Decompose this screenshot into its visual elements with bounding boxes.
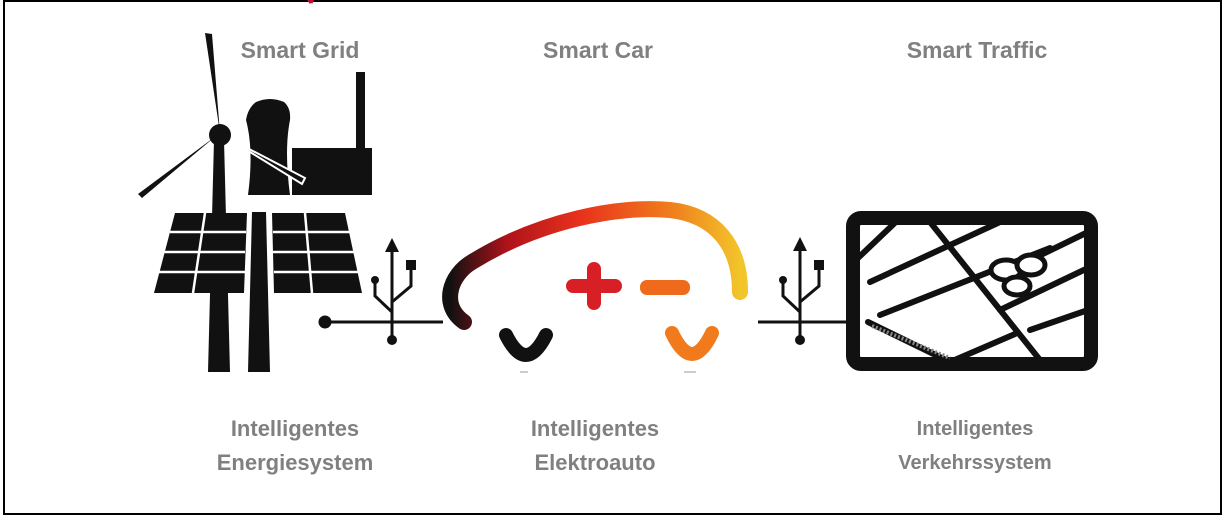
plus-sign-icon xyxy=(566,262,622,310)
factory-icon xyxy=(246,72,372,195)
caption-traffic-system: Intelligentes Verkehrssystem xyxy=(860,412,1090,480)
minus-sign-icon xyxy=(640,280,690,295)
title-smart-traffic: Smart Traffic xyxy=(906,37,1048,63)
solar-panel-icon xyxy=(154,212,362,372)
title-smart-grid: Smart Grid xyxy=(240,37,360,63)
caption-energy-system: Intelligentes Energiesystem xyxy=(170,412,420,480)
wind-turbine-icon xyxy=(138,33,307,372)
caption-energy-line2: Energiesystem xyxy=(216,450,374,475)
caption-energy-line1: Intelligentes xyxy=(230,416,360,441)
caption-traffic-line1: Intelligentes xyxy=(916,418,1034,440)
usb-icon-right xyxy=(758,237,860,345)
caption-electric-car: Intelligentes Elektroauto xyxy=(480,412,710,480)
electric-car-icon xyxy=(442,201,748,373)
red-text-fragment xyxy=(307,0,314,4)
title-smart-car: Smart Car xyxy=(543,37,653,63)
energy-system-icon xyxy=(138,33,372,372)
caption-traffic-line2: Verkehrssystem xyxy=(898,452,1052,474)
caption-car-line2: Elektroauto xyxy=(534,450,656,475)
caption-car-line1: Intelligentes xyxy=(530,416,660,441)
traffic-map-icon xyxy=(846,211,1098,371)
usb-icon-left xyxy=(318,238,443,345)
